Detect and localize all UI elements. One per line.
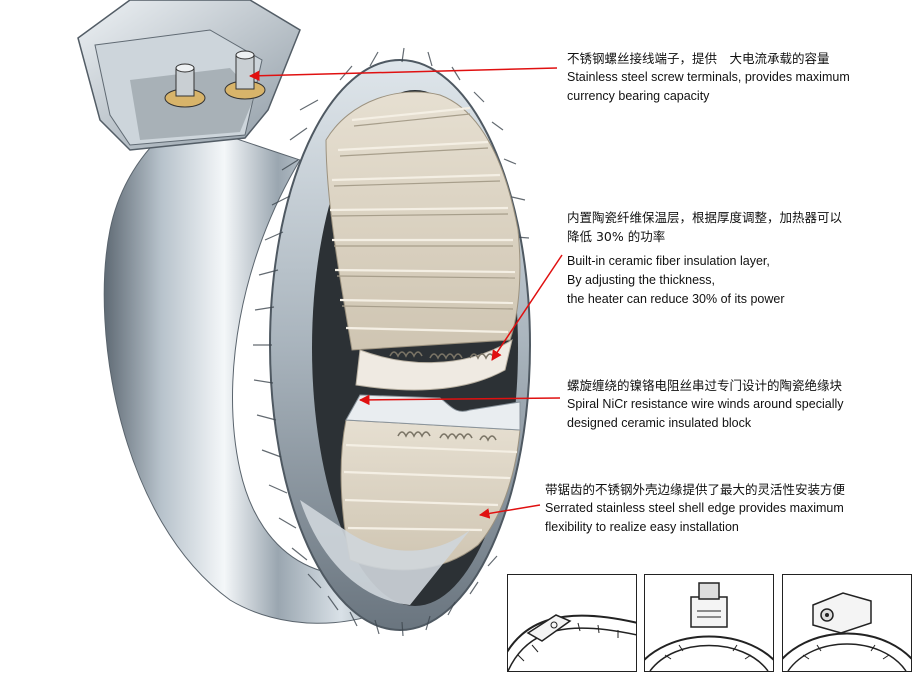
callout-wire-zh: 螺旋缠绕的镍铬电阻丝串过专门设计的陶瓷绝缘块 (567, 378, 843, 393)
callout-insulation: 内置陶瓷纤维保温层，根据厚度调整，加热器可以 降低 30% 的功率 Built-… (567, 208, 842, 309)
callout-edge-en-1: Serrated stainless steel shell edge prov… (545, 501, 844, 515)
arrow-edge (478, 504, 541, 519)
callout-insulation-zh-1: 内置陶瓷纤维保温层，根据厚度调整，加热器可以 (567, 210, 843, 225)
installation-thumbnail-box (644, 574, 774, 672)
installation-thumbnail-clamp (507, 574, 637, 672)
callout-edge-zh: 带锯齿的不锈钢外壳边缘提供了最大的灵活性安装方便 (545, 482, 846, 497)
connector-box-icon (783, 592, 911, 671)
arrow-terminals (248, 67, 558, 82)
callout-arrows (248, 67, 563, 519)
callout-edge: 带锯齿的不锈钢外壳边缘提供了最大的灵活性安装方便 Serrated stainl… (545, 480, 845, 537)
installation-thumbnail-connector (782, 574, 912, 672)
arrow-wire (358, 394, 561, 406)
callout-insulation-en-2: By adjusting the thickness, (567, 273, 715, 287)
terminal-box-icon (645, 582, 773, 671)
arrow-insulation (491, 254, 563, 361)
callout-terminals: 不锈钢螺丝接线端子，提供 大电流承载的容量 Stainless steel sc… (567, 49, 850, 106)
callout-wire-en-2: designed ceramic insulated block (567, 416, 752, 430)
callout-wire-en-1: Spiral NiCr resistance wire winds around… (567, 397, 844, 411)
callout-edge-en-2: flexibility to realize easy installation (545, 520, 739, 534)
terminal-box (77, 0, 301, 151)
callout-insulation-zh-2: 降低 30% 的功率 (567, 229, 666, 244)
callout-terminals-en-1: Stainless steel screw terminals, provide… (567, 70, 850, 84)
ceramic-block (300, 91, 521, 605)
callout-terminals-zh: 不锈钢螺丝接线端子，提供 大电流承载的容量 (567, 51, 830, 66)
callout-wire: 螺旋缠绕的镍铬电阻丝串过专门设计的陶瓷绝缘块 Spiral NiCr resis… (567, 376, 844, 433)
clamp-strap-icon (508, 614, 636, 671)
callout-terminals-en-2: currency bearing capacity (567, 89, 710, 103)
callout-insulation-en-1: Built-in ceramic fiber insulation layer, (567, 254, 770, 268)
callout-insulation-en-3: the heater can reduce 30% of its power (567, 292, 785, 306)
